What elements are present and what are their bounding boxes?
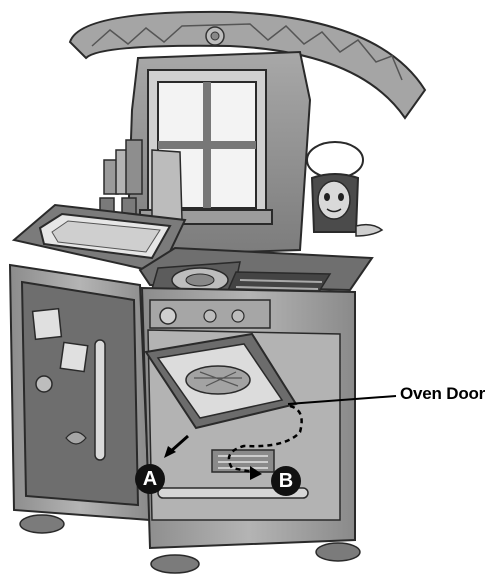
marker-b: B — [271, 466, 301, 496]
oven-door-label: Oven Door — [400, 384, 485, 404]
marker-a: A — [135, 464, 165, 494]
character-figure — [307, 142, 382, 236]
oven-body — [142, 288, 355, 548]
jars — [104, 140, 142, 194]
window-frame — [140, 70, 272, 224]
fridge-cabinet — [10, 265, 150, 520]
